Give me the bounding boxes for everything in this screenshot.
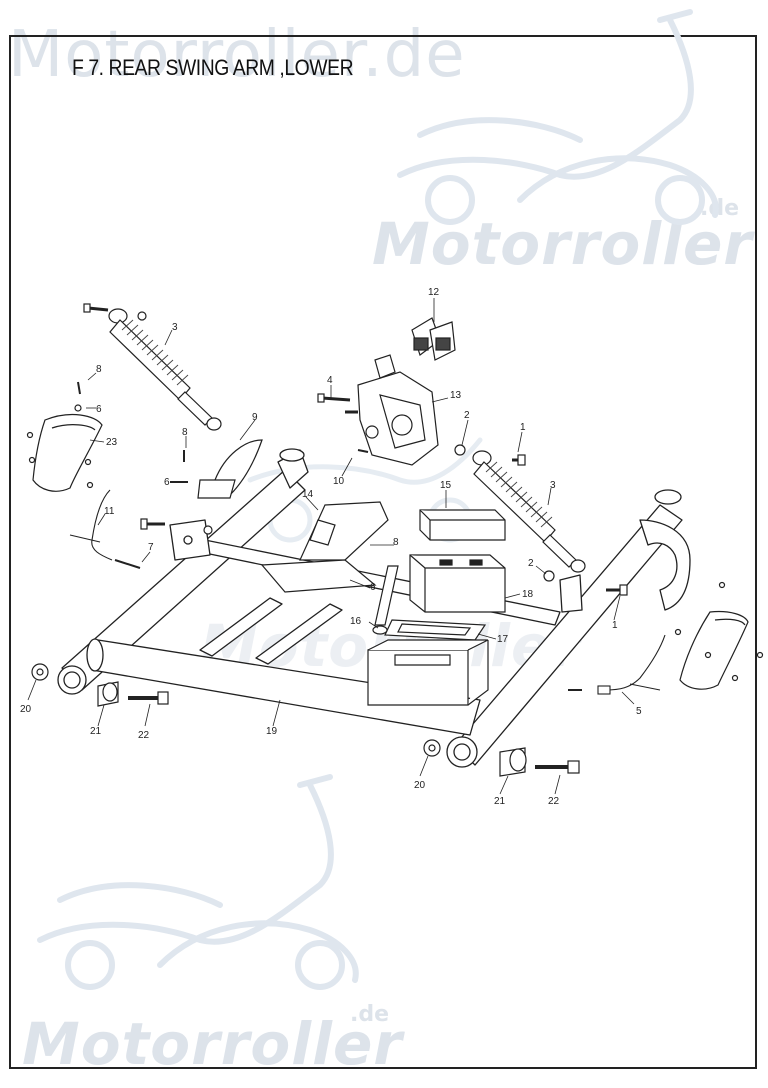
callout-1-lower: 1	[612, 620, 618, 631]
bolt-22-left	[128, 691, 169, 705]
callout-22-left: 22	[138, 730, 150, 741]
bushing-21-right	[499, 747, 527, 777]
battery-rubber-pad	[384, 619, 487, 641]
callout-leaders	[27, 298, 635, 795]
callout-18: 18	[522, 589, 534, 600]
callout-7: 7	[148, 542, 154, 553]
battery	[409, 554, 506, 613]
heat-shield	[197, 439, 263, 499]
callout-6-mid: 6	[164, 477, 170, 488]
watermark-suffix-lower: .de	[350, 1002, 390, 1027]
callout-15: 15	[440, 480, 452, 491]
callout-6-bracket: 6	[370, 582, 376, 593]
mud-guard-left	[32, 414, 103, 492]
bolt-22-right	[535, 760, 580, 774]
callout-3-left: 3	[172, 322, 178, 333]
bushing-21-left	[97, 681, 119, 707]
page-title: F 7. REAR SWING ARM ,LOWER	[72, 55, 354, 80]
callout-21-left: 21	[90, 726, 102, 737]
rear-shock-absorber-left	[108, 308, 222, 431]
callout-10: 10	[333, 476, 345, 487]
callout-12: 12	[428, 287, 440, 298]
callout-22-right: 22	[548, 796, 560, 807]
callout-16: 16	[350, 616, 362, 627]
swing-arm-frame	[57, 448, 691, 768]
callout-20-left: 20	[20, 704, 32, 715]
callout-17: 17	[497, 634, 509, 645]
bushing-20-left	[31, 663, 49, 681]
bushing-20-right	[423, 739, 441, 757]
rear-shock-absorber-right	[472, 450, 586, 573]
callout-20-right: 20	[414, 780, 426, 791]
battery-strap	[372, 565, 399, 635]
scooter-watermark-icon-lower	[37, 774, 359, 990]
small-fasteners	[26, 303, 764, 691]
callout-8-mid: 8	[182, 427, 188, 438]
callout-numbers: 1 1 2 2 3 3 4 5 6 6 6 7 8 8 8 9 10 11 12…	[20, 287, 642, 807]
callout-14: 14	[302, 489, 314, 500]
callout-6-upper-left: 6	[96, 404, 102, 415]
callout-9: 9	[252, 412, 258, 423]
brake-hose-left	[69, 489, 113, 561]
callout-4: 4	[327, 375, 333, 386]
callout-5: 5	[636, 706, 642, 717]
callout-19: 19	[266, 726, 278, 737]
sensor-cable-right	[597, 634, 666, 695]
callout-21-right: 21	[494, 796, 506, 807]
battery-bracket	[260, 501, 389, 593]
battery-box	[367, 639, 489, 706]
diagram-frame	[9, 35, 757, 1069]
callout-3-right: 3	[550, 480, 556, 491]
scooter-watermark-icon-upper	[397, 9, 719, 225]
callout-8-bracket: 8	[393, 537, 399, 548]
battery-cover	[419, 509, 506, 541]
callout-2-upper: 2	[464, 410, 470, 421]
watermark-top-text: Motorroller.de	[8, 18, 466, 92]
callout-8-upper: 8	[96, 364, 102, 375]
brake-pads	[411, 317, 456, 361]
callout-23: 23	[106, 437, 118, 448]
callout-13: 13	[450, 390, 462, 401]
brake-caliper	[357, 354, 439, 466]
callout-1-upper: 1	[520, 422, 526, 433]
callout-11: 11	[104, 506, 115, 517]
watermark-brand-lower: Motorroller	[22, 1010, 403, 1078]
callout-2-lower: 2	[528, 558, 534, 569]
mud-guard-right	[679, 610, 749, 690]
watermark-suffix-upper: .de	[700, 196, 740, 221]
